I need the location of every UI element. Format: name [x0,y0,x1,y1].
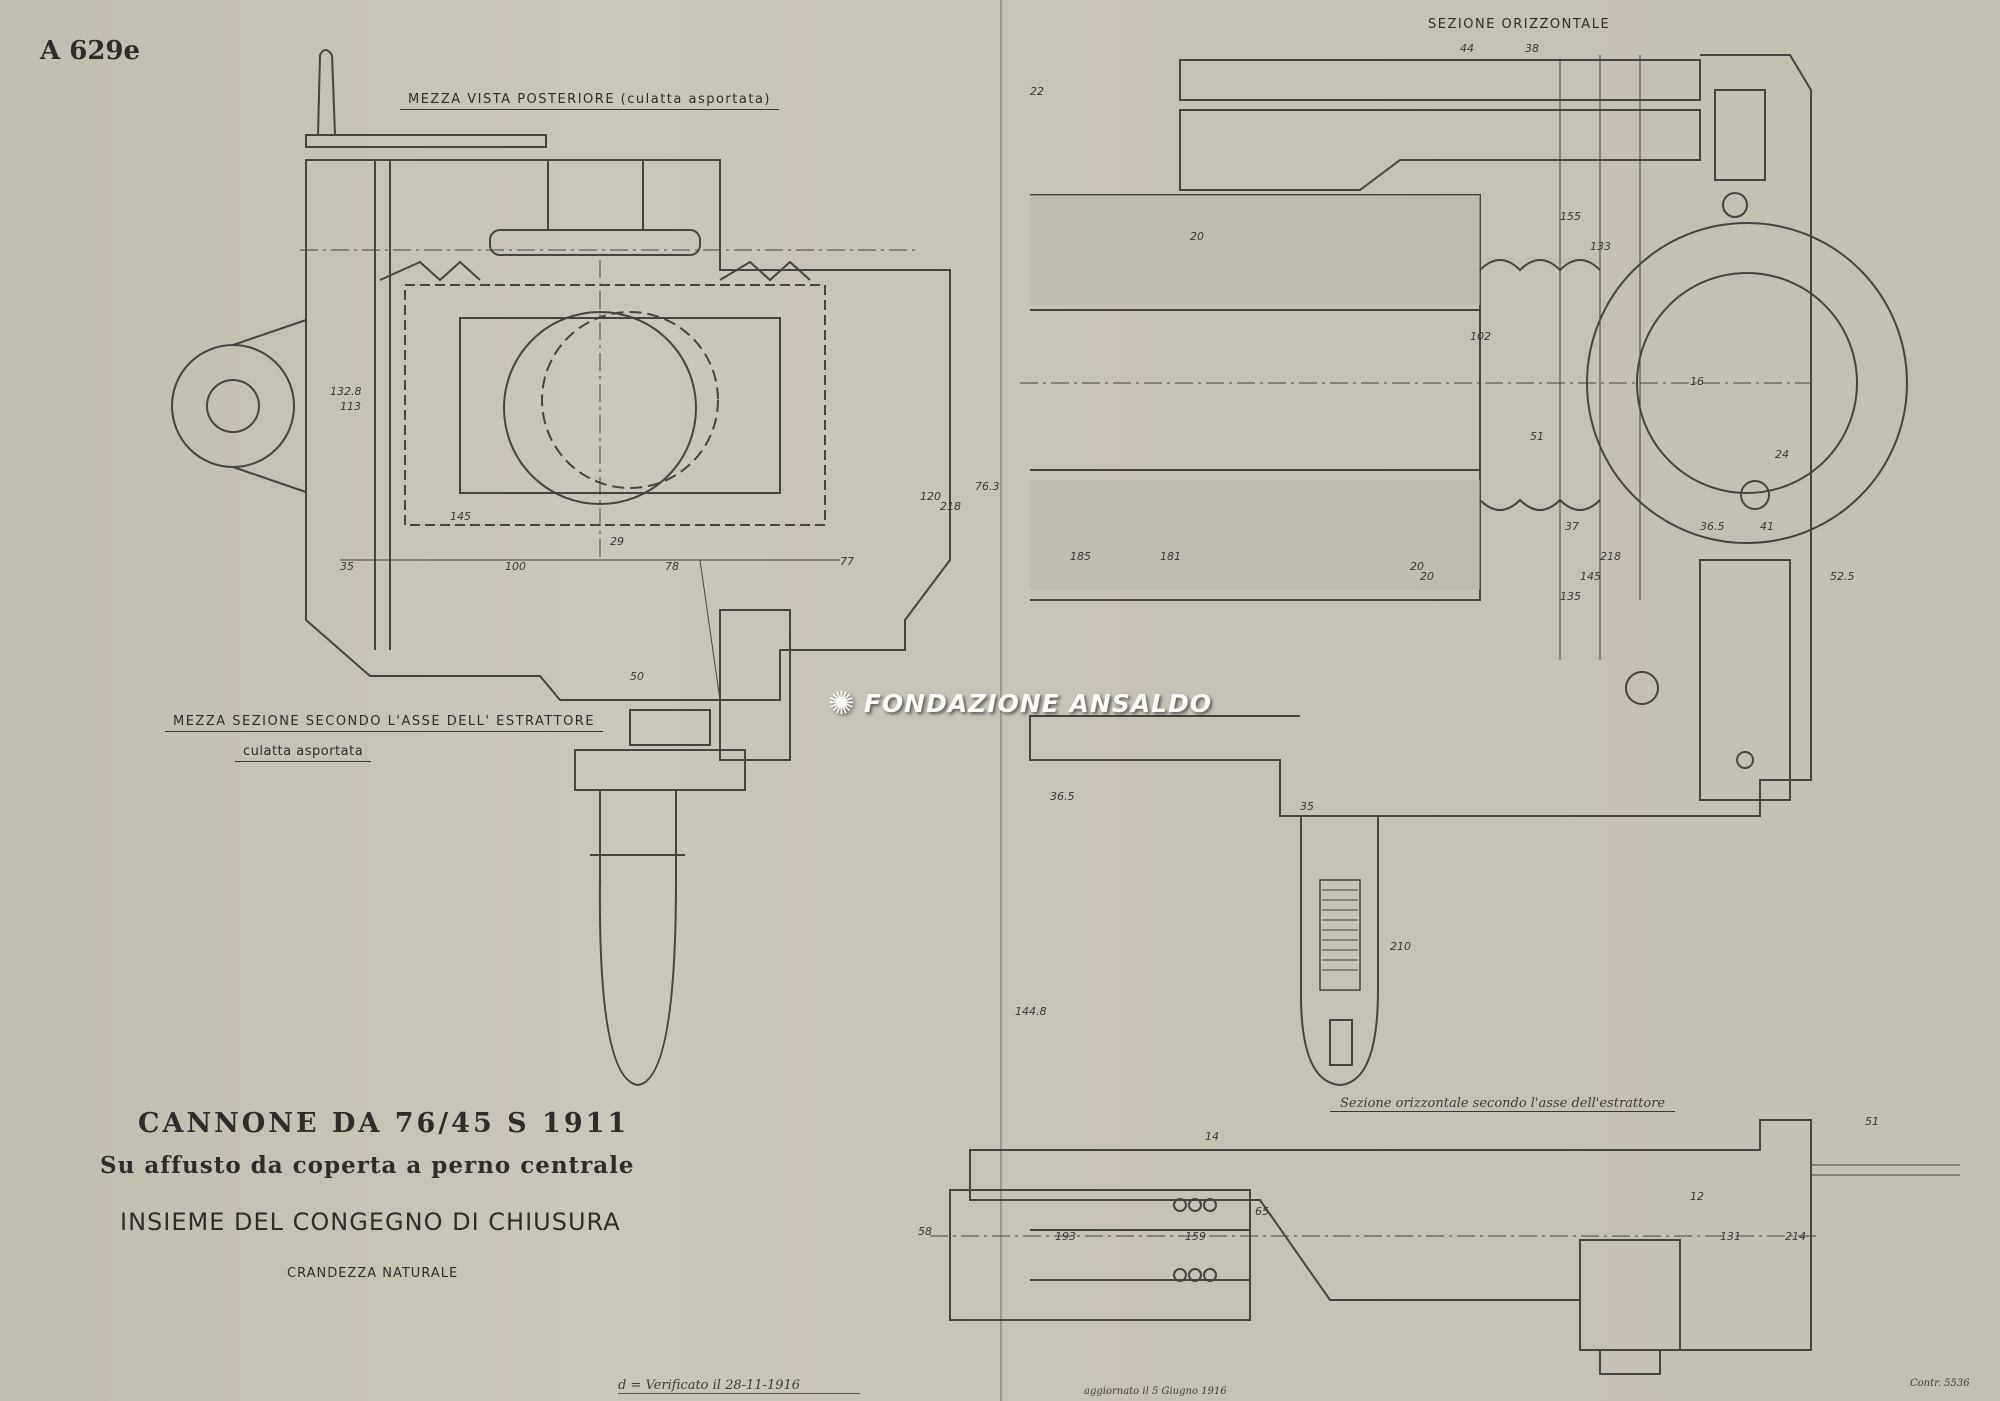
horizontal-section-drawing [1020,54,1908,1087]
dimension-label: 58 [918,1225,932,1238]
dimension-label: 76.3 [975,480,1000,493]
extractor-section-drawing [930,1119,1960,1375]
dimension-label: 41 [1760,520,1774,533]
dimension-label: 102 [1470,330,1491,343]
dimension-label: 20 [1190,230,1204,243]
drawing-code: A 629e [40,36,141,66]
dimension-label: 218 [940,500,961,513]
dimension-label: 210 [1390,940,1411,953]
horizontal-section-label: SEZIONE ORIZZONTALE [1428,17,1611,32]
dimension-label: 144.8 [1015,1005,1047,1018]
top-handle [316,49,337,136]
dimension-label: 50 [630,670,644,683]
ansaldo-logo-icon: ✺ [828,684,856,722]
dimension-label: 159 [1185,1230,1206,1243]
dimension-label: 37 [1565,520,1579,533]
dimension-label: 185 [1070,550,1091,563]
dimension-label: 131 [1720,1230,1741,1243]
dimension-label: 218 [1600,550,1621,563]
rear-half-view-label: MEZZA VISTA POSTERIORE (culatta asportat… [400,92,779,110]
dimension-label: 135 [1560,590,1581,603]
dimension-label: 24 [1775,448,1789,461]
dimension-label: 35 [1300,800,1314,813]
dimension-label: 51 [1530,430,1544,443]
dimension-label: 100 [505,560,526,573]
drawing-subtitle: Su affusto da coperta a perno centrale [100,1152,635,1179]
dimension-label: 14 [1205,1130,1219,1143]
dimension-label: 20 [1420,570,1434,583]
dimension-label: 36.5 [1700,520,1725,533]
lug-outer [171,344,295,468]
watermark: ✺ FONDAZIONE ANSALDO [828,684,1212,722]
contr-note: Contr. 5536 [1910,1378,1970,1389]
dimension-label: 20 [1410,560,1424,573]
dimension-label: 29 [610,535,624,548]
dimension-label: 133 [1590,240,1611,253]
half-section-note: culatta asportata [235,744,372,762]
dimension-label: 214 [1785,1230,1806,1243]
dimension-label: 181 [1160,550,1181,563]
lug-inner [206,379,260,433]
dimension-label: 145 [450,510,471,523]
scale-note: CRANDEZZA NATURALE [287,1266,459,1281]
half-section-label: MEZZA SEZIONE SECONDO L'ASSE DELL' ESTRA… [165,714,604,732]
rear-half-view-drawing [171,49,951,1087]
extractor-section-label: Sezione orizzontale secondo l'asse dell'… [1330,1096,1676,1112]
dimension-label: 52.5 [1830,570,1855,583]
dimension-label: 113 [340,400,361,413]
dimension-label: 38 [1525,42,1539,55]
drawing-title: CANNONE DA 76/45 S 1911 [138,1108,630,1139]
dimension-label: 51 [1865,1115,1879,1128]
dimension-label: 35 [340,560,354,573]
updated-note: aggiornato il 5 Giugno 1916 [1084,1386,1227,1397]
dimension-label: 36.5 [1050,790,1075,803]
dimension-label: 78 [665,560,679,573]
dimension-label: 132.8 [330,385,362,398]
watermark-text: FONDAZIONE ANSALDO [863,688,1213,718]
bottom-handle [598,790,677,1087]
dimension-label: 16 [1690,375,1704,388]
knob [1599,1349,1661,1375]
dimension-label: 22 [1030,85,1044,98]
extractor-handle [1299,816,1379,1087]
dimension-label: 12 [1690,1190,1704,1203]
assembly-title: INSIEME DEL CONGEGNO DI CHIUSURA [120,1208,621,1236]
dimension-label: 120 [920,490,941,503]
dimension-label: 65 [1255,1205,1269,1218]
verified-note: d = Verificato il 28-11-1916 [618,1378,861,1394]
dimension-label: 155 [1560,210,1581,223]
dimension-label: 193 [1055,1230,1076,1243]
dimension-label: 145 [1580,570,1601,583]
dimension-label: 44 [1460,42,1474,55]
dimension-label: 77 [840,555,854,568]
bore-circle [503,311,697,505]
